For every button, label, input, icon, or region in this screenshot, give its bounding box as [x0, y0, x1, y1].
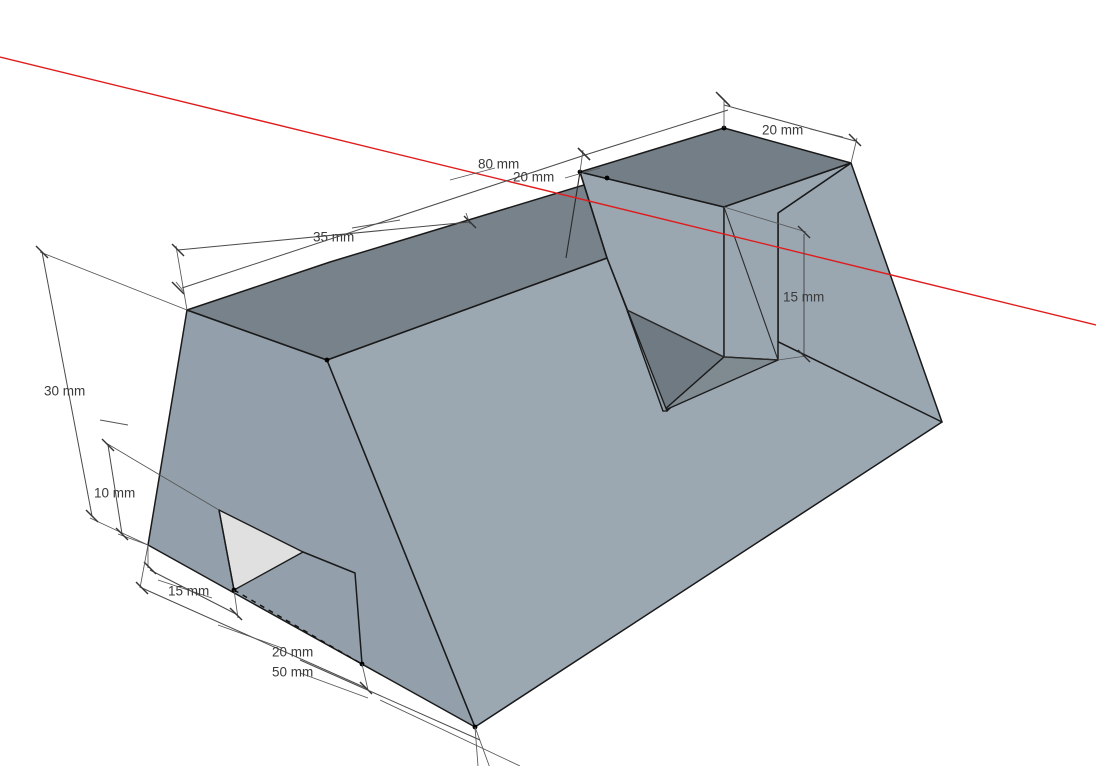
dimension-label-80mm: 80 mm [478, 157, 519, 172]
dimension-label-15mm-right: 15 mm [783, 290, 824, 305]
red-reference-axis [0, 56, 1096, 326]
dimension-50mm-base: 50 mm [272, 659, 490, 766]
edge-boss-left-vertical [579, 171, 608, 259]
dimension-label-15mm-base: 15 mm [168, 584, 209, 599]
edge-notch-opening [218, 509, 363, 665]
dimension-label-50mm-base: 50 mm [272, 665, 313, 680]
dimension-20mm-base: 20 mm [135, 544, 373, 695]
dimension-20mm-top: 20 mm [717, 93, 862, 164]
solid-model [147, 125, 943, 730]
dimension-15mm-right: 15 mm [723, 206, 824, 363]
dimension-label-35mm: 35 mm [313, 230, 354, 245]
dimension-label-10mm: 10 mm [94, 486, 135, 501]
pocket-inner-edges [626, 206, 779, 361]
face-pocket-left-wall [606, 257, 668, 412]
dimension-label-30mm: 30 mm [44, 384, 85, 399]
dimension-15mm-base: 15 mm [143, 545, 243, 621]
edge-notch-hidden [233, 589, 363, 665]
dimension-35mm: 35 mm [171, 212, 477, 311]
dimension-label-20mm-base: 20 mm [272, 645, 313, 660]
dimension-30mm: 30 mm [35, 245, 188, 546]
edge-boss-to-main-top [565, 171, 581, 259]
dimension-label-20mm-top: 20 mm [762, 123, 803, 138]
ground-projection-lines [379, 699, 521, 766]
dimension-80mm: 80 mm [171, 147, 591, 295]
dimension-10mm: 10 mm [94, 438, 220, 546]
dimension-label-20mm-depth: 20 mm [513, 170, 554, 185]
